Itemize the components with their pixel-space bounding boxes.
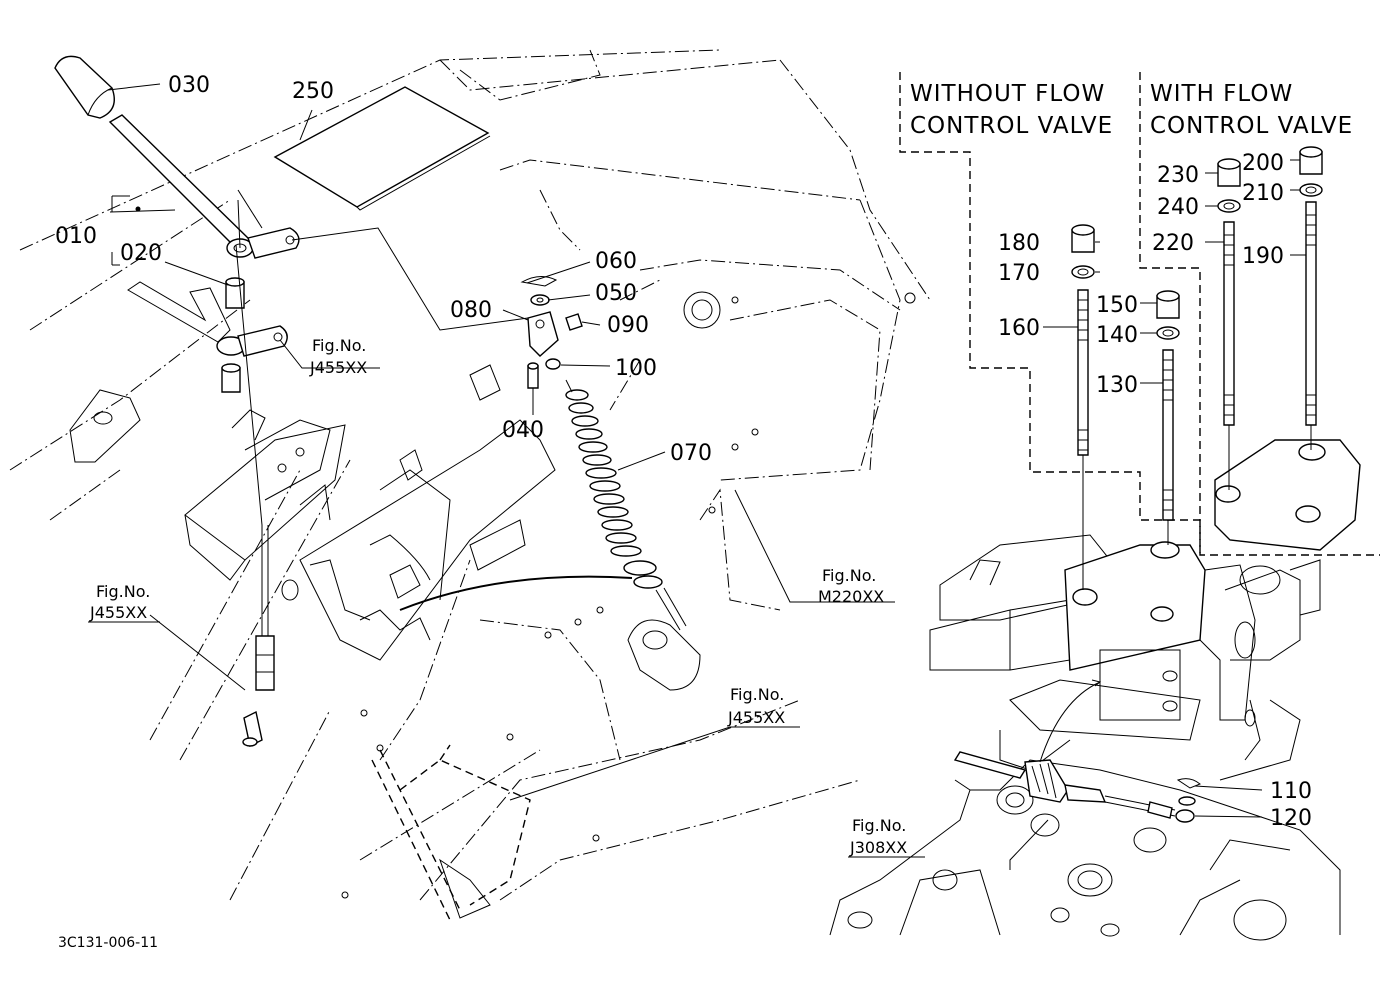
fig-ref-j455xx-upper: Fig.No. J455XX [309,336,367,377]
variant-boxes [899,72,1380,556]
nuts-and-washers [1071,146,1323,340]
callout-040: 040 [502,418,544,443]
leader-lines [107,83,1306,870]
callout-010: 010 [55,224,97,249]
callout-230: 230 [1157,163,1199,188]
fig-ref-code: J455XX [727,708,785,727]
callout-240: 240 [1157,195,1199,220]
callout-100: 100 [615,356,657,381]
variant-headers: WITHOUT FLOW CONTROL VALVE WITH FLOW CON… [910,81,1353,139]
figure-references: Fig.No. J455XX Fig.No. J455XX Fig.No. M2… [88,336,925,858]
callout-110: 110 [1270,779,1312,804]
with-flow-control-line1: WITH FLOW [1150,81,1293,107]
fig-ref-label: Fig.No. [730,685,784,704]
cable-bellows [565,389,663,589]
callout-labels: 030 250 010 020 060 050 080 090 100 040 … [55,73,1312,831]
callout-160: 160 [998,316,1040,341]
callout-140: 140 [1096,323,1138,348]
callout-190: 190 [1242,244,1284,269]
linkage-lines [291,227,529,331]
callout-080: 080 [450,298,492,323]
stud-bolts [1077,201,1317,590]
without-flow-control-line2: CONTROL VALVE [910,113,1113,139]
fig-ref-j455xx-left: Fig.No. J455XX [88,582,160,623]
callout-180: 180 [998,231,1040,256]
fig-ref-label: Fig.No. [822,566,876,585]
lower-bracket-dashed [371,744,531,921]
callout-250: 250 [292,79,334,104]
body-holes [341,291,916,899]
fig-ref-label: Fig.No. [96,582,150,601]
fig-ref-label: Fig.No. [312,336,366,355]
callout-090: 090 [607,313,649,338]
callout-200: 200 [1242,151,1284,176]
lower-rod [235,244,275,748]
callout-220: 220 [1152,231,1194,256]
control-lever-010 [54,55,300,259]
callout-150: 150 [1096,293,1138,318]
callout-050: 050 [595,281,637,306]
callout-210: 210 [1242,181,1284,206]
clevis-assembly-080 [520,276,583,389]
control-cable-070 [399,379,701,691]
lever-bracket [69,281,346,581]
fig-ref-code: J455XX [309,358,367,377]
fig-ref-code: M220XX [818,587,884,606]
with-flow-control-line2: CONTROL VALVE [1150,113,1353,139]
flow-control-valve-cover [1214,439,1361,551]
callout-130: 130 [1096,373,1138,398]
tractor-body-outline [9,49,931,901]
fig-ref-j455xx-center: Fig.No. J455XX [727,685,785,727]
callout-070: 070 [670,441,712,466]
fig-ref-label: Fig.No. [852,816,906,835]
callout-030: 030 [168,73,210,98]
control-valve-block [929,534,1321,781]
fig-ref-j308xx: Fig.No. J308XX [848,816,925,858]
cable-valve-end [953,679,1201,823]
drawing-code: 3C131-006-11 [58,935,158,951]
fig-ref-code: J455XX [89,603,147,622]
operator-manual-250 [273,86,491,211]
callout-060: 060 [595,249,637,274]
mount-plate [281,364,556,661]
callout-120: 120 [1270,806,1312,831]
fig-ref-code: J308XX [849,838,907,857]
fig-ref-m220xx: Fig.No. M220XX [818,566,884,606]
without-flow-control-line1: WITHOUT FLOW [910,81,1105,107]
callout-170: 170 [998,261,1040,286]
callout-020: 020 [120,241,162,266]
